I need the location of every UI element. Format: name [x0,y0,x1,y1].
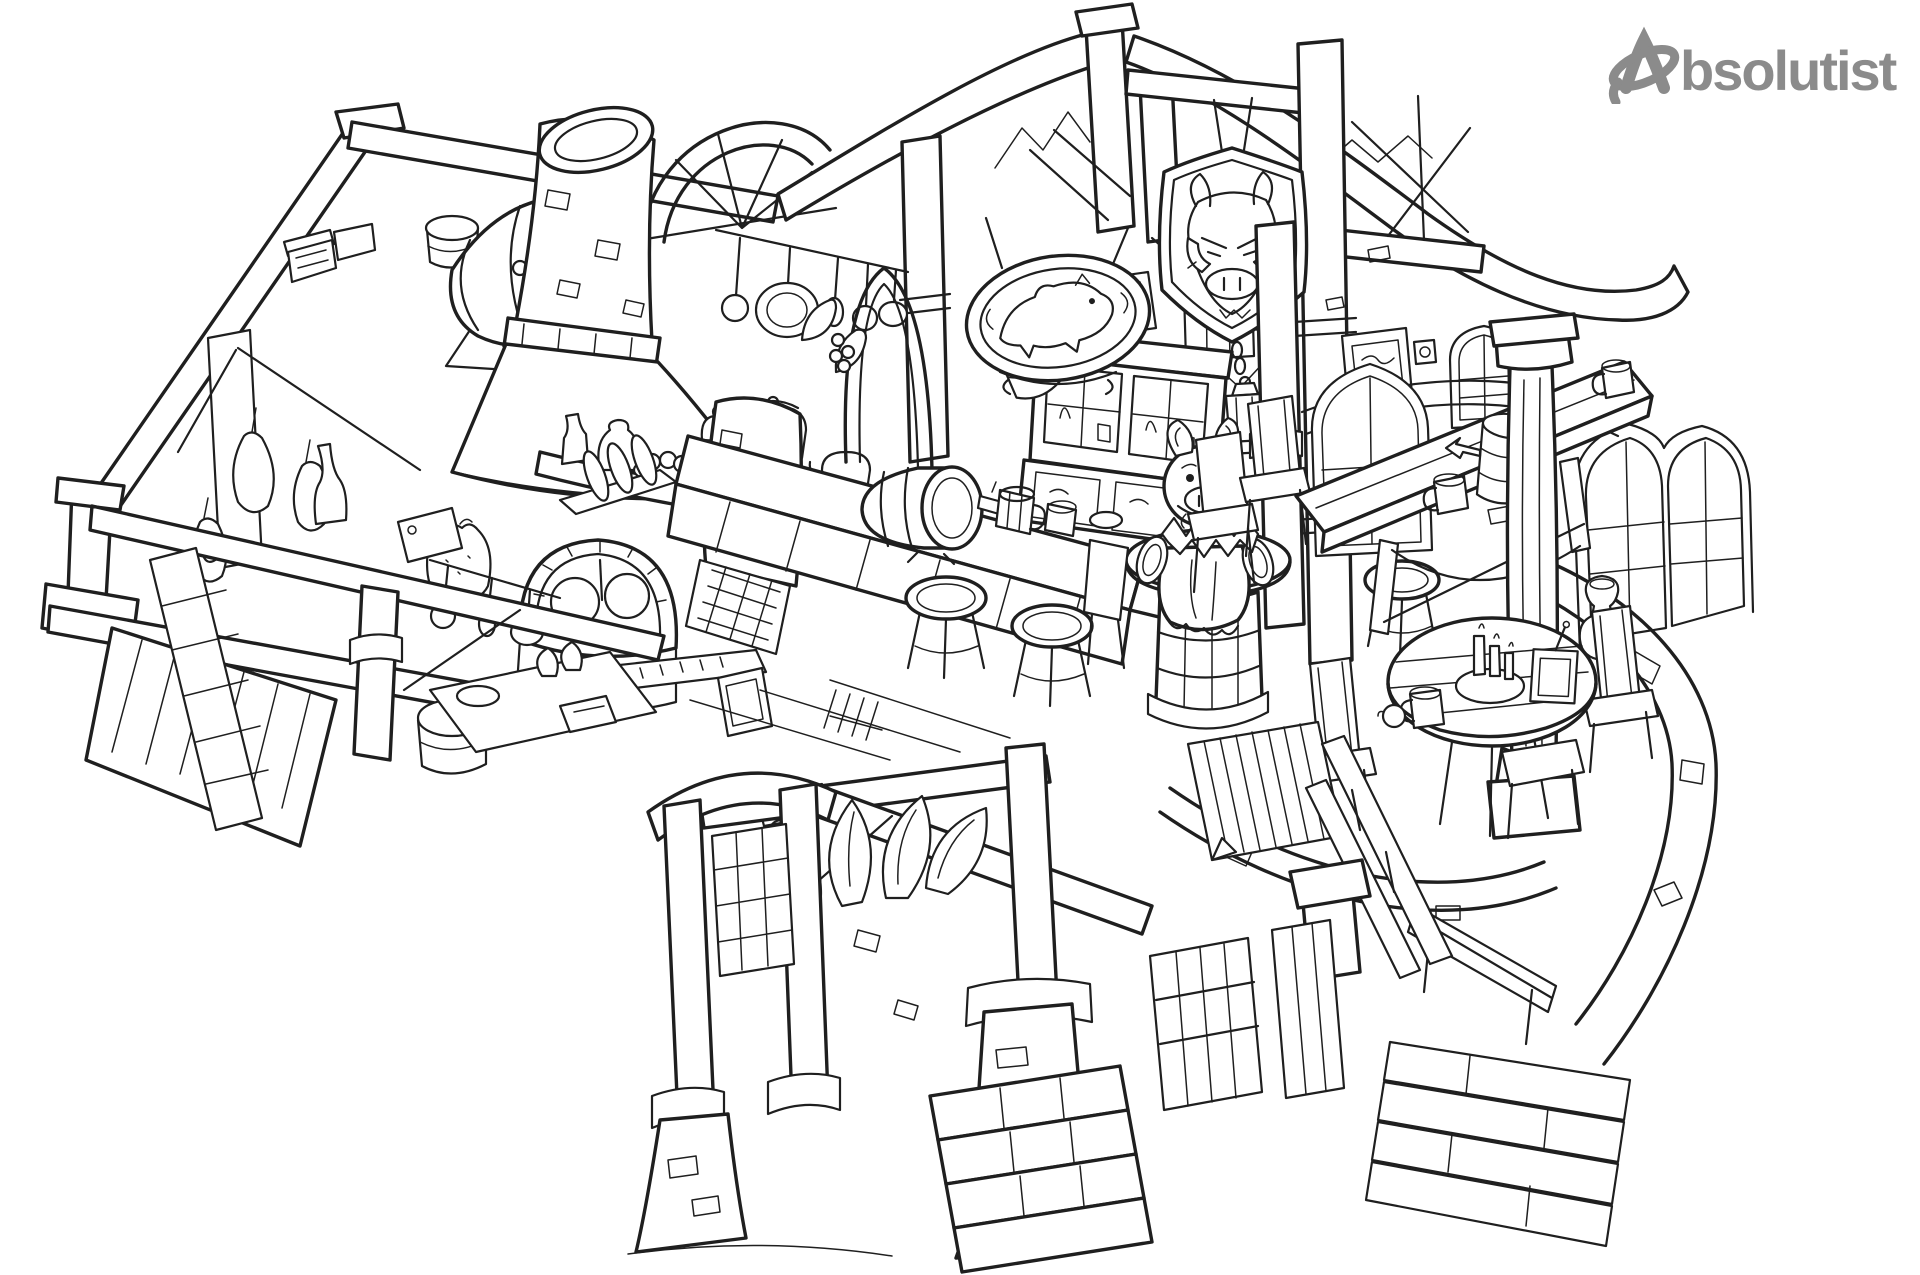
prep-table [428,640,658,754]
absolutist-logo: bsolutist [1606,24,1897,104]
baguette-shelf [558,434,678,516]
ladderback-chair [1582,604,1660,774]
crates [282,222,377,284]
highback-chair [1238,394,1312,558]
stool [1010,603,1094,708]
leaning-frame [716,666,774,738]
absolutist-logo-mark [1608,26,1680,104]
ladderback-chair [1500,738,1586,840]
porch-window [710,822,796,978]
bar-stools [904,559,1441,708]
absolutist-logo-text: bsolutist [1680,39,1897,102]
table-mug [1591,359,1636,400]
counter-keg [860,465,1008,566]
counter-mug [994,485,1046,536]
highback-chair [1186,430,1260,594]
menu-card [1529,620,1579,705]
hop-arch [800,266,934,472]
entrance-steps [928,1064,1154,1274]
floor-details [684,558,1011,761]
round-table-mug [1377,686,1446,730]
side-wall-planks [1270,918,1346,1100]
plank-gate [1148,936,1264,1112]
stool [904,575,988,680]
counter-bowl [1088,510,1124,530]
floor-grate [684,558,792,656]
entrance-porch [627,742,1346,1274]
outlet-plate [1412,338,1438,366]
side-chair [1082,538,1130,670]
roof-structure [86,2,1690,520]
counter-cup [1043,500,1078,538]
table-mug [1422,473,1470,516]
timber-left [40,476,666,848]
boar-sign [964,216,1152,396]
lattice-door [148,546,269,832]
candle-plate [1454,623,1526,705]
long-table [1082,359,1654,670]
boardwalk-right [1364,1040,1632,1248]
kitchen-rails [714,228,934,472]
